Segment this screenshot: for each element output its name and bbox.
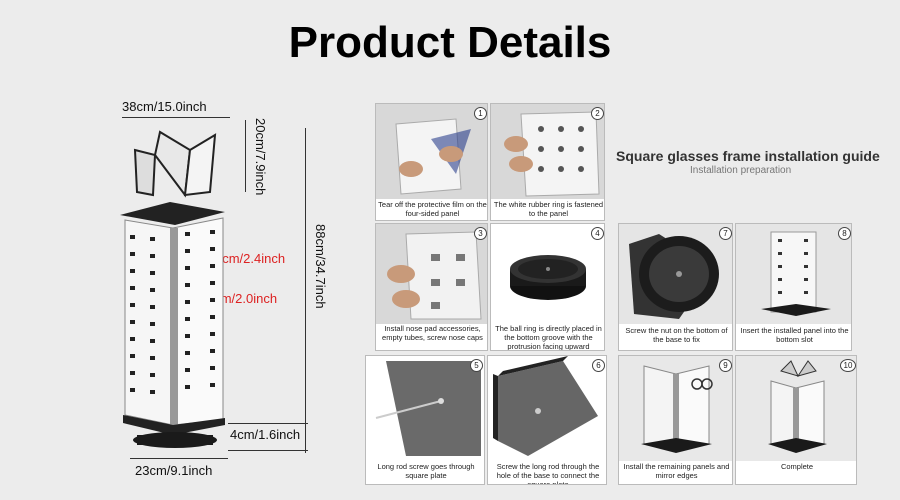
step-number: 9: [719, 359, 732, 372]
step-4-photo: [491, 224, 604, 324]
step-number: 10: [840, 359, 856, 372]
guide-title: Square glasses frame installation guide: [616, 148, 880, 164]
step-caption: Complete: [780, 462, 814, 471]
step-caption: Long rod screw goes through square plate: [377, 462, 475, 480]
head-height-line: [245, 120, 246, 192]
total-height-label: 88cm/34.7inch: [313, 224, 328, 309]
page-title: Product Details: [288, 18, 612, 67]
step-number: 6: [592, 359, 605, 372]
base-bottom-line: [228, 450, 308, 451]
step-caption: The ball ring is directly placed in the …: [495, 324, 602, 351]
step-2-photo: [491, 104, 604, 199]
base-width-line: [130, 458, 228, 459]
step-2-card: 2 The white rubber ring is fastened to t…: [490, 103, 605, 221]
row-spacing-label: 5cm/2.0inch: [207, 291, 278, 306]
step-1-photo: [376, 104, 487, 199]
step-8-photo: [736, 224, 851, 324]
base-height-label: 4cm/1.6inch: [230, 427, 301, 442]
total-height-line: [305, 128, 306, 453]
step-caption: Install nose pad accessories, empty tube…: [382, 324, 483, 342]
step-caption: Screw the long rod through the hole of t…: [496, 462, 600, 485]
step-number: 8: [838, 227, 851, 240]
step-number: 1: [474, 107, 487, 120]
step-caption: Insert the installed panel into the bott…: [740, 326, 849, 344]
step-number: 7: [719, 227, 732, 240]
step-5-photo: [366, 356, 484, 461]
step-7-photo: [619, 224, 732, 324]
step-caption: Screw the nut on the bottom of the base …: [625, 326, 728, 344]
step-6-card: 6 Screw the long rod through the hole of…: [487, 355, 607, 485]
step-5-card: 5 Long rod screw goes through square pla…: [365, 355, 485, 485]
step-3-photo: [376, 224, 487, 324]
head-height-label: 20cm/7.9inch: [253, 118, 268, 196]
top-width-label: 38cm/15.0inch: [122, 99, 207, 114]
step-caption: The white rubber ring is fastened to the…: [493, 200, 604, 218]
step-9-photo: [619, 356, 732, 461]
step-10-card: 10 Complete: [735, 355, 857, 485]
step-10-photo: [736, 356, 856, 461]
step-1-card: 1 Tear off the protective film on the fo…: [375, 103, 488, 221]
glasses-stand-illustration: [120, 130, 225, 448]
step-number: 5: [470, 359, 483, 372]
guide-subtitle: Installation preparation: [690, 165, 792, 176]
step-3-card: 3 Install nose pad accessories, empty tu…: [375, 223, 488, 351]
step-4-card: 4 The ball ring is directly placed in th…: [490, 223, 605, 351]
step-8-card: 8 Insert the installed panel into the bo…: [735, 223, 852, 351]
top-width-line: [122, 117, 230, 118]
step-6-photo: [488, 356, 606, 461]
step-caption: Tear off the protective film on the four…: [378, 200, 487, 218]
slot-spacing-label: 6cm/2.4inch: [215, 251, 286, 266]
base-top-line: [228, 423, 308, 424]
step-number: 3: [474, 227, 487, 240]
step-number: 2: [591, 107, 604, 120]
step-9-card: 9 Install the remaining panels and mirro…: [618, 355, 733, 485]
base-width-label: 23cm/9.1inch: [135, 463, 213, 478]
step-number: 4: [591, 227, 604, 240]
step-caption: Install the remaining panels and mirror …: [623, 462, 730, 480]
step-7-card: 7 Screw the nut on the bottom of the bas…: [618, 223, 733, 351]
